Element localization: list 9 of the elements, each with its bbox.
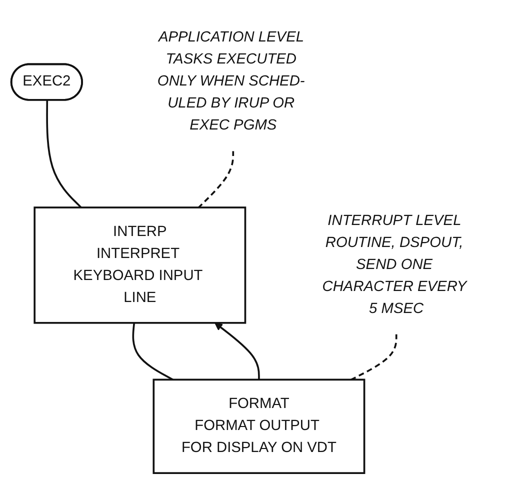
connector <box>198 150 234 208</box>
node-box: FORMAT FORMAT OUTPUT FOR DISPLAY ON VDT <box>152 378 366 474</box>
connector <box>350 334 398 380</box>
node-text: APPLICATION LEVEL TASKS EXECUTED ONLY WHEN SCHED- ULED BY IRUP OR EXEC PGMS <box>157 30 305 134</box>
arrow <box>214 322 260 380</box>
connector <box>132 322 174 380</box>
connector <box>46 100 82 208</box>
node-box: INTERP INTERPRET KEYBOARD INPUT LINE <box>34 206 246 324</box>
node-text: INTERRUPT LEVEL ROUTINE, DSPOUT, SEND ONE CHARACTER EVERY 5 MSEC <box>322 212 466 316</box>
